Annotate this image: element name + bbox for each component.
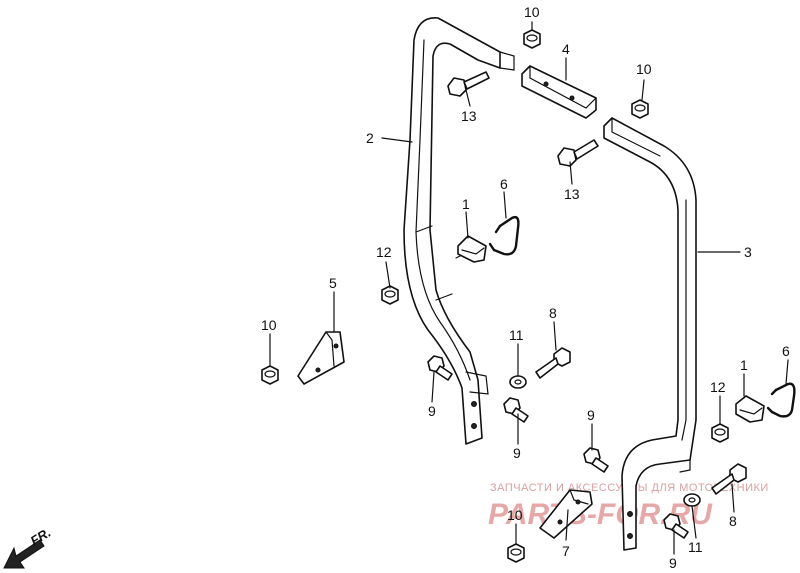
label-10-left: 10 — [261, 317, 277, 333]
label-8-b: 8 — [729, 513, 737, 529]
label-8-a: 8 — [549, 305, 557, 321]
label-12-right: 12 — [710, 379, 726, 395]
label-5: 5 — [329, 275, 337, 291]
label-7: 7 — [562, 543, 570, 559]
label-1-upper: 1 — [462, 196, 470, 212]
label-3: 3 — [744, 244, 752, 260]
label-9-d: 9 — [669, 555, 677, 571]
front-label: FR. — [28, 525, 54, 549]
nut-part-10-right — [631, 99, 649, 119]
bolt-part-8-a — [535, 347, 571, 379]
nut-part-10-top — [523, 29, 541, 49]
label-6-lower: 6 — [782, 343, 790, 359]
nut-part-10-bottom — [507, 543, 525, 563]
right-frame-part-3 — [603, 117, 697, 551]
label-2: 2 — [366, 130, 374, 146]
u-bolt-part-6-lower — [766, 382, 796, 418]
arrow-icon — [3, 539, 45, 569]
u-bolt-part-6-upper — [488, 215, 520, 256]
label-13-upper: 13 — [461, 108, 477, 124]
label-9-c: 9 — [587, 407, 595, 423]
label-1-lower: 1 — [740, 357, 748, 373]
nut-part-10-left — [261, 365, 279, 385]
label-4: 4 — [562, 41, 570, 57]
bolt-part-13-upper — [447, 71, 490, 97]
label-10-bottom: 10 — [507, 507, 523, 523]
bolt-part-8-b — [711, 463, 747, 495]
nut-part-12-right — [711, 423, 729, 443]
label-10-right: 10 — [636, 61, 652, 77]
bolt-part-9-a — [427, 355, 453, 381]
left-frame-part-2 — [403, 17, 515, 445]
label-9-a: 9 — [428, 403, 436, 419]
clamp-part-1-lower — [735, 395, 765, 423]
label-13-lower: 13 — [564, 186, 580, 202]
bolt-part-13-lower — [557, 139, 599, 167]
label-12-left: 12 — [376, 244, 392, 260]
washer-part-11-b — [683, 493, 701, 507]
label-9-b: 9 — [513, 445, 521, 461]
label-10-top: 10 — [524, 4, 540, 20]
front-direction-arrow: FR. — [3, 525, 54, 569]
label-11-b: 11 — [688, 539, 703, 555]
plate-part-7 — [539, 489, 593, 539]
bolt-part-9-b — [503, 397, 529, 423]
washer-part-11-a — [509, 375, 527, 389]
label-11-a: 11 — [509, 327, 524, 343]
bolt-part-9-d — [663, 513, 689, 539]
label-6-upper: 6 — [500, 176, 508, 192]
connector-part-4 — [521, 65, 597, 119]
leader-lines — [269, 21, 789, 555]
nut-part-12-left — [381, 285, 399, 305]
clamp-part-1-upper — [455, 235, 487, 263]
bolt-part-9-c — [583, 447, 609, 473]
plate-part-5 — [297, 331, 345, 385]
